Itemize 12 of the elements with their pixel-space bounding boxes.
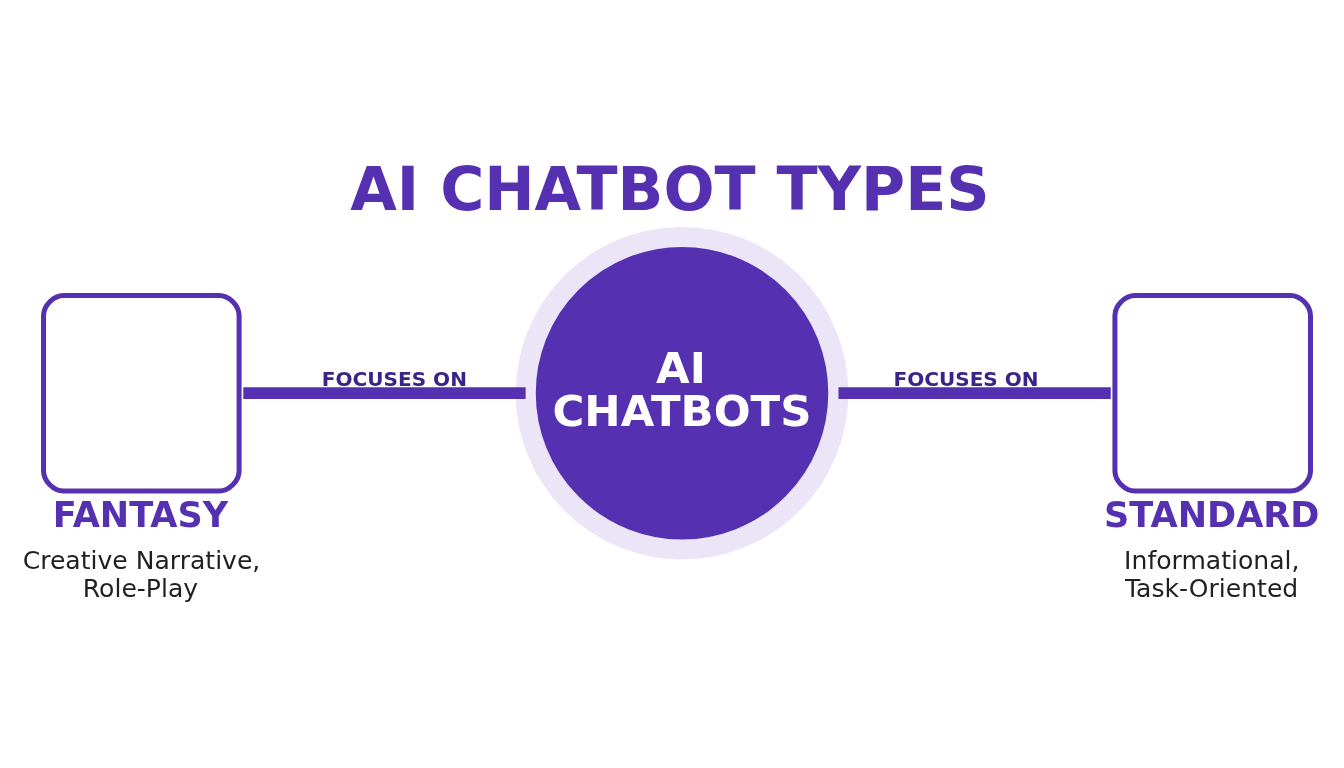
- node-label: FANTASY: [52, 493, 229, 535]
- node-circle: AI CHATBOTS: [515, 226, 849, 560]
- node-label: Creative Narrative, Role-Play: [22, 545, 261, 604]
- node-box: [1112, 292, 1313, 494]
- node-label: STANDARD: [1104, 493, 1320, 535]
- edge-label: FOCUSES ON: [893, 366, 1039, 391]
- node-label: Informational, Task-Oriented: [1124, 545, 1300, 604]
- connector: [838, 387, 1111, 400]
- edge-label: FOCUSES ON: [321, 366, 467, 391]
- node-box: [41, 292, 242, 494]
- connector: [243, 387, 526, 400]
- diagram-title: AI CHATBOT TYPES: [350, 153, 990, 224]
